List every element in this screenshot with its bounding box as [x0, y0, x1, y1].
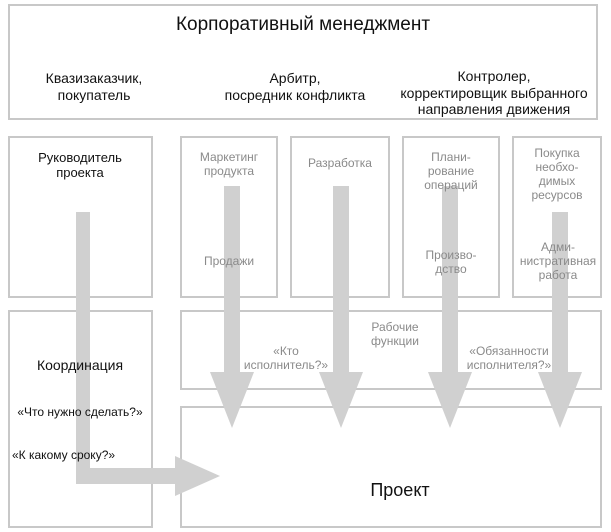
planning-label: Плани- рование операций: [424, 150, 478, 193]
development-label: Разработка: [308, 156, 372, 170]
development-arrow: [319, 186, 363, 428]
role-arbiter: Арбитр, посредник конфликта: [224, 70, 366, 103]
project-label: Проект: [370, 480, 430, 500]
top-management-box: [8, 4, 598, 120]
procurement-label: Покупка необхо- димых ресурсов: [531, 146, 583, 203]
page-title: Корпоративный менеджмент: [175, 14, 431, 35]
role-controller: Контролер, корректировщик выбранного нап…: [400, 68, 588, 118]
coordination-when: «К какому сроку?»: [12, 448, 116, 462]
coordination-what: «Что нужно сделать?»: [17, 405, 143, 419]
project-manager-label: Руководитель проекта: [38, 150, 122, 181]
sales-label: Продажи: [203, 254, 255, 268]
marketing-arrow: [210, 186, 254, 428]
role-customer: Квазизаказчик, покупатель: [45, 70, 143, 103]
planning-arrow: [428, 186, 472, 428]
marketing-label: Маркетинг продукта: [199, 150, 259, 179]
production-label: Произво- дство: [425, 248, 477, 277]
coordination-title: Координация: [36, 357, 124, 373]
procurement-arrow: [538, 212, 582, 428]
work-functions-label: Рабочие функции: [371, 320, 419, 349]
who-question: «Кто исполнитель?»: [243, 344, 329, 373]
duties-question: «Обязанности исполнителя?»: [466, 344, 552, 373]
administration-label: Адми- нистративная работа: [519, 240, 597, 283]
